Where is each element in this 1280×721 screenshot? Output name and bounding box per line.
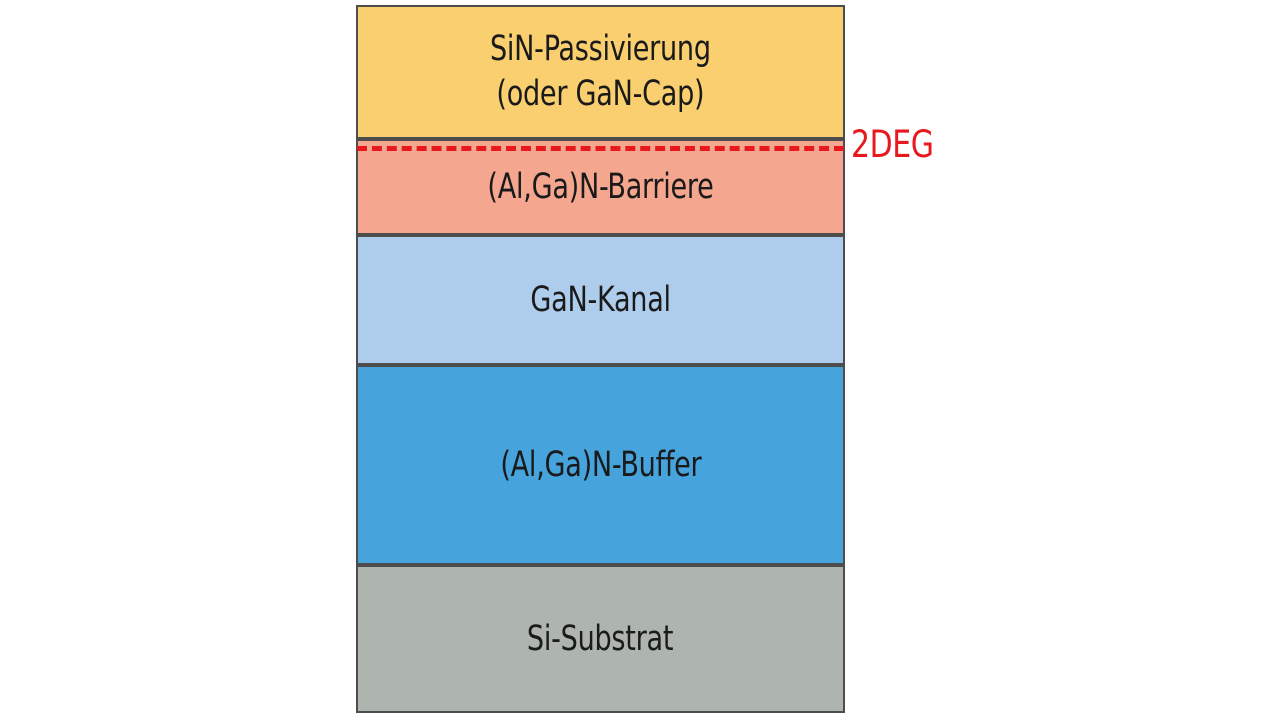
layer-label-sin-passivation: SiN-Passivierung (oder GaN-Cap) [490, 29, 711, 114]
2deg-dashed-line [357, 146, 844, 151]
2deg-annotation-label: 2DEG [851, 123, 934, 166]
layer-si-substrate: Si-Substrat [356, 565, 845, 713]
layer-algan-buffer: (Al,Ga)N-Buffer [356, 365, 845, 565]
layer-label-algan-barrier: (Al,Ga)N-Barriere [487, 166, 714, 207]
layer-gan-channel: GaN-Kanal [356, 235, 845, 365]
layer-label-algan-buffer: (Al,Ga)N-Buffer [499, 444, 702, 485]
layer-label-si-substrate: Si-Substrat [527, 618, 674, 659]
layer-algan-barrier: (Al,Ga)N-Barriere [356, 139, 845, 235]
layer-sin-passivation: SiN-Passivierung (oder GaN-Cap) [356, 5, 845, 139]
layer-label-gan-channel: GaN-Kanal [530, 279, 671, 320]
layer-stack: SiN-Passivierung (oder GaN-Cap) (Al,Ga)N… [356, 5, 845, 713]
